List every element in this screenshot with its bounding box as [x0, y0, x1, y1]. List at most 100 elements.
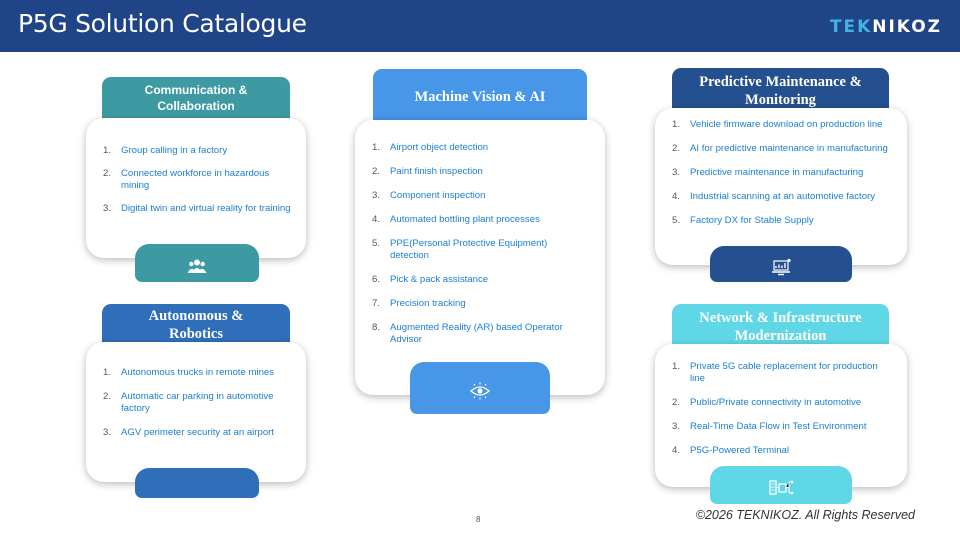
list-item-number: 2. — [672, 397, 681, 408]
card-foot-network — [710, 466, 852, 504]
card-body-network: 1. Private 5G cable replacement for produ… — [655, 344, 907, 487]
list-item-number: 5. — [672, 215, 681, 226]
people-group-icon — [187, 259, 207, 273]
list-item: 1. Airport object detection — [355, 142, 605, 154]
card-foot-communication — [135, 244, 259, 282]
list-item-number: 2. — [103, 391, 112, 402]
list-item-text: Public/Private connectivity in automotiv… — [690, 397, 862, 408]
header-bar: P5G Solution Catalogue TEKNIKOZ — [0, 0, 960, 52]
list-item: 2. Public/Private connectivity in automot… — [655, 397, 907, 409]
list-item-text: Pick & pack assistance — [390, 274, 489, 285]
list-item: 5. Factory DX for Stable Supply — [655, 215, 907, 227]
list-item-text: Autonomous trucks in remote mines — [121, 367, 275, 378]
page-title: P5G Solution Catalogue — [18, 9, 307, 38]
list-item-number: 2. — [672, 143, 681, 154]
list-item-text: Predictive maintenance in manufacturing — [690, 167, 864, 178]
list-item-text: AI for predictive maintenance in manufac… — [690, 143, 888, 154]
card-tab-communication: Communication & Collaboration — [102, 77, 290, 119]
list-item-text: Private 5G cable replacement for product… — [690, 361, 878, 384]
list-item-text: Digital twin and virtual reality for tra… — [121, 203, 291, 214]
copyright-text: ©2026 TEKNIKOZ. All Rights Reserved — [695, 508, 915, 522]
card-list-communication: 1.Group calling in a factory 2. Connected… — [86, 118, 306, 215]
list-item-number: 3. — [672, 167, 681, 178]
list-item-number: 1. — [672, 119, 681, 130]
card-title-predictive: Predictive Maintenance & Monitoring — [699, 73, 862, 108]
list-item-text: Real-Time Data Flow in Test Environment — [690, 421, 867, 432]
list-item: 2. Automatic car parking in automotive fa… — [86, 391, 306, 415]
list-item-text: Factory DX for Stable Supply — [690, 215, 814, 226]
analytics-monitor-icon — [772, 258, 791, 276]
list-item: 1.Group calling in a factory — [86, 145, 306, 157]
list-item: 3. Predictive maintenance in manufacturin… — [655, 167, 907, 179]
list-item-text: Augmented Reality (AR) based Operator Ad… — [390, 322, 563, 345]
list-item-number: 3. — [372, 190, 381, 201]
list-item: 4. Automated bottling plant processes — [355, 214, 605, 226]
list-item: 2. AI for predictive maintenance in manuf… — [655, 143, 907, 155]
list-item: 2. Connected workforce in hazardous minin… — [86, 168, 306, 192]
list-item-number: 1. — [103, 145, 112, 156]
list-item: 3. Digital twin and virtual reality for t… — [86, 203, 306, 215]
list-item: 2. Paint finish inspection — [355, 166, 605, 178]
list-item: 1. Vehicle firmware download on productio… — [655, 119, 907, 131]
list-item-number: 1. — [372, 142, 381, 153]
page-number: 8 — [476, 515, 481, 524]
list-item-number: 4. — [372, 214, 381, 225]
list-item-number: 1. — [672, 361, 681, 372]
list-item-number: 2. — [372, 166, 381, 177]
card-list-autonomous: 1. Autonomous trucks in remote mines 2. Au… — [86, 342, 306, 439]
list-item-text: Paint finish inspection — [390, 166, 483, 177]
list-item-number: 1. — [103, 367, 112, 378]
card-title-autonomous: Autonomous & Robotics — [148, 308, 244, 342]
list-item: 1. Private 5G cable replacement for produ… — [655, 361, 907, 385]
list-item: 3. Component inspection — [355, 190, 605, 202]
list-item: 1. Autonomous trucks in remote mines — [86, 367, 306, 379]
list-item-number: 2. — [103, 168, 112, 179]
card-foot-predictive — [710, 246, 852, 282]
card-tab-predictive: Predictive Maintenance & Monitoring — [672, 68, 889, 113]
card-list-predictive: 1. Vehicle firmware download on productio… — [655, 108, 907, 227]
list-item-text: Automated bottling plant processes — [390, 214, 540, 225]
list-item-number: 3. — [103, 203, 112, 214]
list-item-number: 4. — [672, 191, 681, 202]
list-item: 8. Augmented Reality (AR) based Operator … — [355, 322, 605, 346]
list-item-text: Automatic car parking in automotive fact… — [121, 391, 274, 414]
list-item-number: 8. — [372, 322, 381, 333]
list-item-number: 5. — [372, 238, 381, 249]
list-item-text: Connected workforce in hazardous mining — [121, 168, 270, 191]
list-item: 3. Real-Time Data Flow in Test Environmen… — [655, 421, 907, 433]
card-title-vision: Machine Vision & AI — [414, 89, 546, 105]
list-item: 6. Pick & pack assistance — [355, 274, 605, 286]
card-body-vision: 1. Airport object detection 2. Paint finis… — [355, 120, 605, 395]
list-item-text: AGV perimeter security at an airport — [121, 427, 275, 438]
card-body-predictive: 1. Vehicle firmware download on productio… — [655, 108, 907, 265]
card-tab-vision: Machine Vision & AI — [373, 69, 587, 125]
list-item: 3. AGV perimeter security at an airport — [86, 427, 306, 439]
list-item-number: 4. — [672, 445, 681, 456]
logo-part-1: TEK — [829, 17, 873, 37]
eye-scan-icon — [470, 382, 490, 400]
list-item-text: Industrial scanning at an automotive fac… — [690, 191, 876, 202]
card-tab-autonomous: Autonomous & Robotics — [102, 304, 290, 346]
list-item: 4. Industrial scanning at an automotive f… — [655, 191, 907, 203]
card-list-vision: 1. Airport object detection 2. Paint finis… — [355, 120, 605, 346]
list-item-text: Component inspection — [390, 190, 486, 201]
list-item-text: PPE(Personal Protective Equipment) detec… — [390, 238, 548, 261]
list-item-number: 3. — [672, 421, 681, 432]
card-foot-vision — [410, 362, 550, 414]
list-item-text: Vehicle firmware download on production … — [690, 119, 883, 130]
list-item-number: 3. — [103, 427, 112, 438]
card-foot-autonomous — [135, 468, 259, 498]
list-item-text: Precision tracking — [390, 298, 466, 309]
list-item-text: P5G-Powered Terminal — [690, 445, 790, 456]
network-infrastructure-icon — [769, 480, 794, 495]
card-list-network: 1. Private 5G cable replacement for produ… — [655, 344, 907, 457]
card-body-communication: 1.Group calling in a factory 2. Connected… — [86, 118, 306, 258]
list-item-number: 7. — [372, 298, 381, 309]
card-tab-network: Network & Infrastructure Modernization — [672, 304, 889, 349]
card-title-network: Network & Infrastructure Modernization — [699, 309, 862, 344]
list-item: 5. PPE(Personal Protective Equipment) det… — [355, 238, 605, 262]
card-body-autonomous: 1. Autonomous trucks in remote mines 2. Au… — [86, 342, 306, 482]
list-item: 7. Precision tracking — [355, 298, 605, 310]
list-item-text: Airport object detection — [390, 142, 489, 153]
list-item-number: 6. — [372, 274, 381, 285]
